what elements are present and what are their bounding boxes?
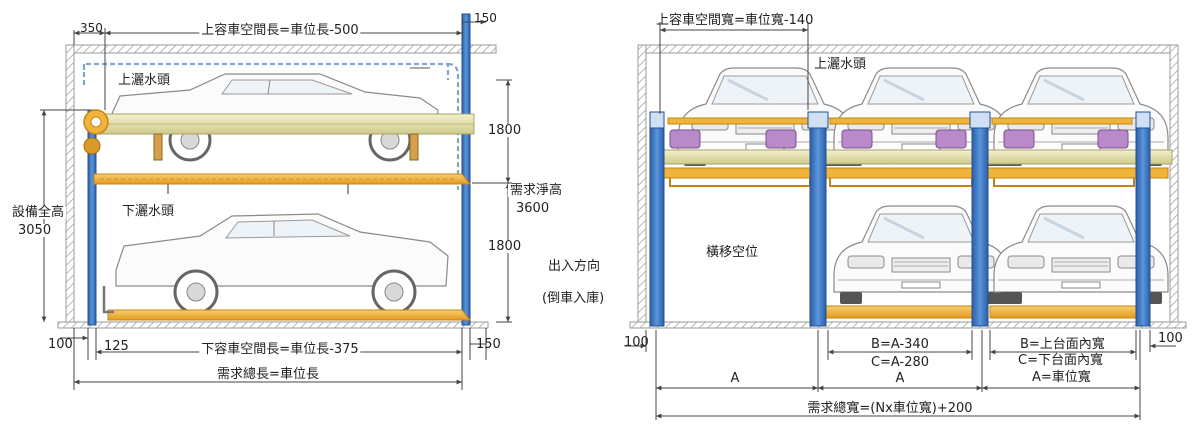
label-upper-sprinkler-side: 上灑水頭 <box>118 73 171 88</box>
dim-150-top: 150 <box>474 11 497 25</box>
dim-100-right: 100 <box>1158 331 1183 346</box>
dim-total-width: 需求總寬=(Nx車位寬)+200 <box>805 401 975 416</box>
dim-a-1: A <box>730 371 740 386</box>
dim-c: C=A-280 <box>870 355 930 370</box>
legend-c: C=下台面內寬 <box>1018 353 1103 368</box>
dim-125: 125 <box>104 339 129 354</box>
label-total-height: 設備全高 <box>10 205 67 220</box>
dim-upper-level: 1800 <box>486 123 524 138</box>
front-view <box>624 22 1187 420</box>
dim-350: 350 <box>80 21 103 35</box>
dim-b: B=A-340 <box>869 337 931 352</box>
legend-b: B=上台面內寬 <box>1018 337 1107 352</box>
dim-lower-length: 下容車空間長=車位長-375 <box>199 342 361 357</box>
side-view <box>40 13 512 390</box>
side-lower-car <box>115 213 449 315</box>
value-total-height: 3050 <box>16 223 54 238</box>
label-reverse-parking: (倒車入庫) <box>542 291 605 306</box>
dim-upper-length: 上容車空間長=車位長-500 <box>199 23 361 38</box>
dim-100-side: 100 <box>48 337 73 352</box>
value-clear-height: 3600 <box>516 201 550 216</box>
dim-lower-level: 1800 <box>486 239 524 254</box>
dim-150-bottom: 150 <box>476 337 501 352</box>
dim-100-left: 100 <box>624 335 649 350</box>
dim-total-length: 需求總長=車位長 <box>215 367 321 382</box>
label-clear-height: 需求淨高 <box>508 183 565 198</box>
dim-a-2: A <box>895 371 905 386</box>
legend-a: A=車位寬 <box>1032 370 1091 385</box>
label-shift-space: 橫移空位 <box>706 245 759 260</box>
label-direction: 出入方向 <box>548 259 601 274</box>
label-lower-sprinkler: 下灑水頭 <box>122 204 175 219</box>
dim-upper-width: 上容車空間寬=車位寬-140 <box>656 13 814 28</box>
label-upper-sprinkler-front: 上灑水頭 <box>814 57 867 72</box>
